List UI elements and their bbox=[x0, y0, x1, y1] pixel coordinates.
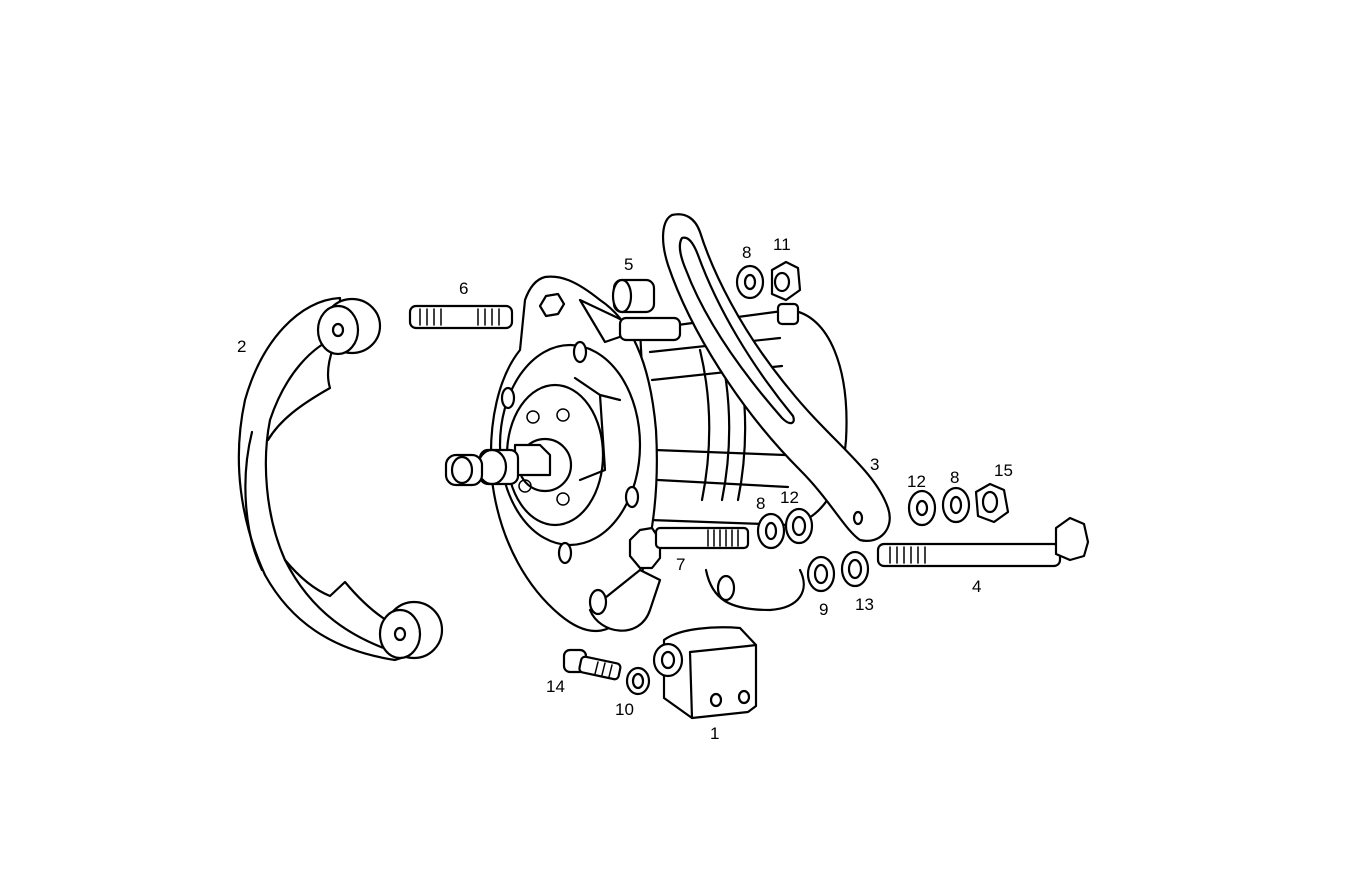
washers-and-nuts bbox=[735, 260, 1010, 593]
callout-11: 11 bbox=[773, 235, 791, 254]
part-7-bolt bbox=[628, 526, 750, 570]
callout-8-right: 8 bbox=[950, 468, 959, 487]
callout-5: 5 bbox=[624, 255, 633, 274]
callout-6: 6 bbox=[459, 279, 468, 298]
callout-1: 1 bbox=[710, 724, 719, 743]
callout-15: 15 bbox=[994, 461, 1013, 480]
part-10-washer bbox=[625, 666, 651, 696]
part-8-washer-top bbox=[735, 264, 765, 300]
callout-labels: 1 2 3 4 5 6 7 8 8 8 9 10 11 12 12 13 14 … bbox=[237, 235, 1013, 743]
part-8-washer-right bbox=[941, 486, 971, 524]
callout-9: 9 bbox=[819, 600, 828, 619]
callout-7: 7 bbox=[676, 555, 685, 574]
part-6-stud bbox=[408, 304, 514, 330]
part-15-nut bbox=[974, 482, 1010, 524]
part-13-washer bbox=[840, 550, 870, 588]
part-11-nut-top bbox=[770, 260, 802, 302]
callout-10: 10 bbox=[615, 700, 634, 719]
part-3-adjusting-arm bbox=[662, 213, 891, 542]
callout-2: 2 bbox=[237, 337, 246, 356]
part-8-washer-mid bbox=[756, 512, 786, 550]
callout-8-top: 8 bbox=[742, 243, 751, 262]
callout-4: 4 bbox=[972, 577, 981, 596]
callout-12-mid: 12 bbox=[780, 488, 799, 507]
part-14-screw bbox=[562, 648, 622, 681]
part-9-washer bbox=[806, 555, 836, 593]
callout-12-right: 12 bbox=[907, 472, 926, 491]
callout-8-mid: 8 bbox=[756, 494, 765, 513]
callout-13: 13 bbox=[855, 595, 874, 614]
part-4-long-bolt bbox=[876, 516, 1090, 568]
part-2-curved-bracket bbox=[237, 296, 444, 662]
part-12-washer-right bbox=[907, 489, 937, 527]
callout-14: 14 bbox=[546, 677, 565, 696]
part-12-washer-mid bbox=[784, 507, 814, 545]
alternator-body bbox=[444, 275, 848, 633]
callout-3: 3 bbox=[870, 455, 879, 474]
part-1-mounting-block bbox=[652, 626, 758, 720]
part-5-spacer bbox=[611, 278, 656, 314]
